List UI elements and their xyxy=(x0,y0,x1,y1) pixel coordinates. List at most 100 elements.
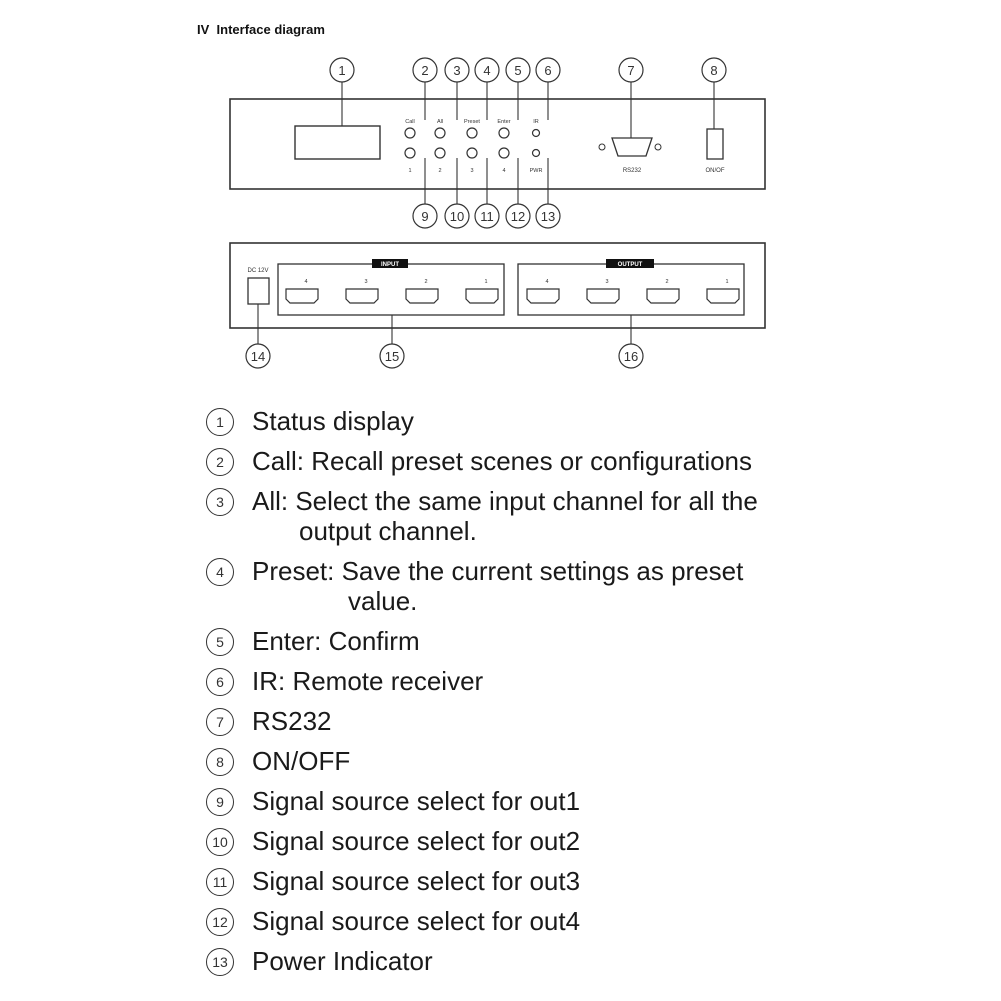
front-button-top[interactable] xyxy=(466,127,478,139)
legend-text-line: Status display xyxy=(252,406,414,436)
callout-number: 14 xyxy=(251,349,265,364)
callout-number: 11 xyxy=(480,209,494,224)
legend-text: Signal source select for out4 xyxy=(252,906,580,936)
front-button-top[interactable] xyxy=(404,127,416,139)
callout-circle xyxy=(329,57,355,83)
callout-number: 4 xyxy=(483,63,490,78)
legend-number-badge: 3 xyxy=(206,488,234,516)
legend-number-badge: 11 xyxy=(206,868,234,896)
rs232-screw-left xyxy=(598,143,606,151)
output-label-tag xyxy=(606,259,654,268)
front-button-bottom[interactable] xyxy=(498,147,510,159)
legend-text: RS232 xyxy=(252,706,332,736)
dc-power-jack xyxy=(247,277,270,305)
callout-number: 2 xyxy=(421,63,428,78)
legend-text-line: Signal source select for out3 xyxy=(252,866,581,896)
callout-circle xyxy=(505,203,531,229)
status-display xyxy=(294,125,381,160)
hdmi-port xyxy=(646,288,680,304)
legend-text: Preset: Save the current settings as pre… xyxy=(252,556,743,616)
legend-number-badge: 10 xyxy=(206,828,234,856)
front-label-bottom: PWR xyxy=(530,168,543,174)
legend-number-badge: 6 xyxy=(206,668,234,696)
legend-text: ON/OFF xyxy=(252,746,350,776)
legend-number-badge: 5 xyxy=(206,628,234,656)
callout-circle xyxy=(618,57,644,83)
callout-circle xyxy=(444,203,470,229)
legend-number-badge: 4 xyxy=(206,558,234,586)
legend-text-continuation: output channel. xyxy=(299,516,477,546)
rs232-connector xyxy=(611,137,653,157)
input-label-tag xyxy=(372,259,408,268)
legend-item: 9 Signal source select for out1 xyxy=(206,786,758,816)
callout-number: 6 xyxy=(544,63,551,78)
port-number: 4 xyxy=(545,279,548,285)
front-button-top[interactable] xyxy=(531,128,541,138)
callout-number: 8 xyxy=(710,63,717,78)
legend-number-badge: 9 xyxy=(206,788,234,816)
callout-number: 10 xyxy=(450,209,464,224)
callout-circle xyxy=(444,57,470,83)
port-number: 2 xyxy=(665,279,668,285)
legend-number-badge: 12 xyxy=(206,908,234,936)
legend-text-line: Signal source select for out2 xyxy=(252,826,581,856)
front-button-bottom[interactable] xyxy=(434,147,446,159)
callout-circle xyxy=(379,343,405,369)
callout-number: 15 xyxy=(385,349,399,364)
callout-number: 1 xyxy=(338,63,345,78)
legend-text: Call: Recall preset scenes or configurat… xyxy=(252,446,752,476)
legend-text-line: Preset: Save the current settings as pre… xyxy=(252,556,744,586)
front-label-bottom: 2 xyxy=(438,168,441,174)
legend-text-line: ON/OFF xyxy=(252,746,351,776)
callout-number: 9 xyxy=(421,209,428,224)
front-label-bottom: 4 xyxy=(502,168,505,174)
front-panel xyxy=(229,98,766,190)
legend-text-line: Signal source select for out4 xyxy=(252,906,581,936)
section-title: IV Interface diagram xyxy=(197,22,325,37)
callout-circle xyxy=(505,57,531,83)
callout-circle xyxy=(535,203,561,229)
rs232-screw-right xyxy=(654,143,662,151)
front-button-top[interactable] xyxy=(498,127,510,139)
legend-text: Power Indicator xyxy=(252,946,433,976)
legend-item: 11 Signal source select for out3 xyxy=(206,866,758,896)
legend-text-line: Call: Recall preset scenes or configurat… xyxy=(252,446,753,476)
legend-text: Signal source select for out1 xyxy=(252,786,580,816)
legend-text: IR: Remote receiver xyxy=(252,666,483,696)
callout-number: 12 xyxy=(511,209,525,224)
front-button-bottom[interactable] xyxy=(466,147,478,159)
callout-number: 5 xyxy=(514,63,521,78)
rear-panel xyxy=(229,242,766,329)
legend-number-badge: 8 xyxy=(206,748,234,776)
hdmi-port xyxy=(285,288,319,304)
hdmi-port xyxy=(706,288,740,304)
legend-number-badge: 1 xyxy=(206,408,234,436)
legend-text-line: IR: Remote receiver xyxy=(252,666,484,696)
port-number: 2 xyxy=(424,279,427,285)
callout-circle xyxy=(474,57,500,83)
port-number: 3 xyxy=(364,279,367,285)
legend-list: 1 Status display 2 Call: Recall preset scen… xyxy=(206,406,758,986)
legend-number-badge: 2 xyxy=(206,448,234,476)
front-label-bottom: 3 xyxy=(470,168,473,174)
callout-number: 7 xyxy=(627,63,634,78)
port-number: 4 xyxy=(304,279,307,285)
input-label: INPUT xyxy=(381,262,399,268)
port-number: 1 xyxy=(725,279,728,285)
front-label-top: Enter xyxy=(497,119,510,125)
legend-item: 4 Preset: Save the current settings as pr… xyxy=(206,556,758,616)
front-button-top[interactable] xyxy=(434,127,446,139)
legend-text: Signal source select for out3 xyxy=(252,866,580,896)
legend-text: Status display xyxy=(252,406,414,436)
rs232-port: RS232 xyxy=(598,137,662,174)
power-switch-body xyxy=(706,128,724,160)
front-button-bottom[interactable] xyxy=(404,147,416,159)
front-label-top: Preset xyxy=(464,119,480,125)
legend-text: All: Select the same input channel for a… xyxy=(252,486,758,546)
front-label-top: IR xyxy=(533,119,539,125)
